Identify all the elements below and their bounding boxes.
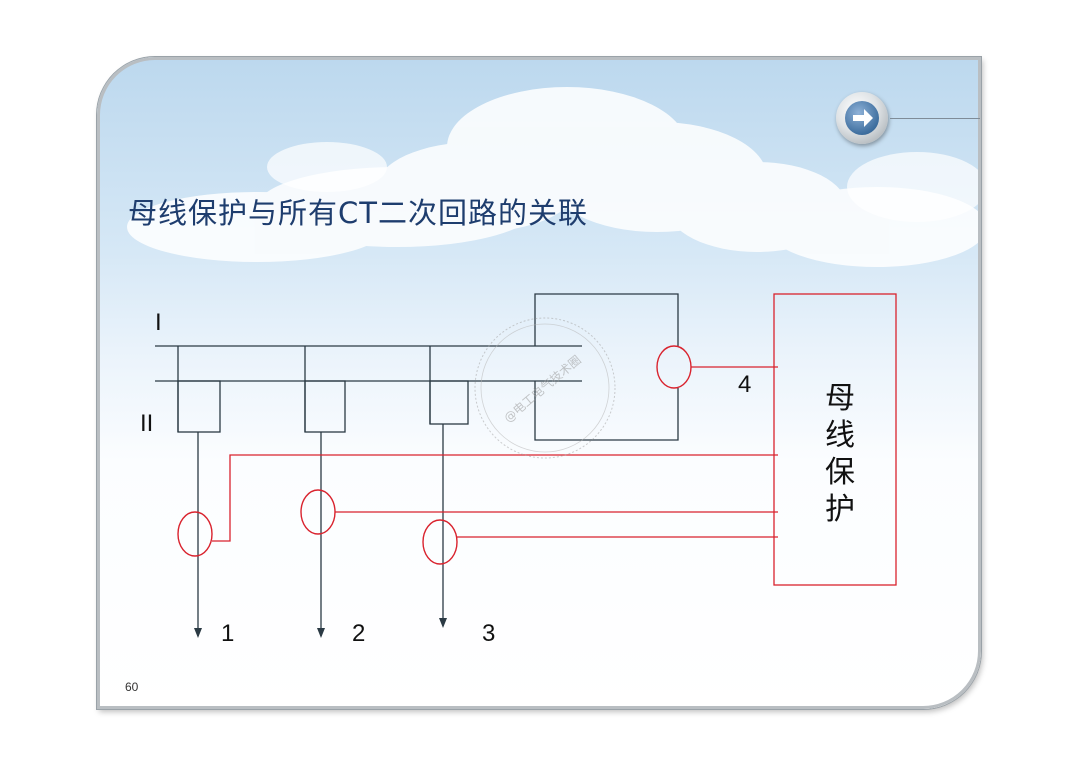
page-number: 60 <box>125 680 139 694</box>
feeder-1-arrow-icon <box>194 628 202 638</box>
bus-coupler <box>534 293 679 441</box>
bus-label-i: I <box>155 309 162 336</box>
bus-protection-label: 母线保护 <box>825 381 855 527</box>
page-title: 母线保护与所有CT二次回路的关联 <box>128 196 588 230</box>
ct-secondary-wiring <box>212 293 897 586</box>
ct-2 <box>300 489 336 535</box>
watermark-stamp: @电工电气技术圈 <box>474 317 616 459</box>
feeder-3 <box>429 346 469 626</box>
feeder-3-arrow-icon <box>439 618 447 628</box>
ct-label-2: 2 <box>352 620 365 647</box>
ct-4 <box>656 345 692 389</box>
next-slide-button[interactable] <box>836 92 888 144</box>
ct-1 <box>177 511 213 557</box>
nav-divider-line <box>890 118 980 119</box>
slide-background <box>97 57 981 709</box>
ct-label-4: 4 <box>738 371 751 398</box>
watermark-text: @电工电气技术圈 <box>501 352 584 425</box>
feeder-1 <box>177 346 221 636</box>
ct-3 <box>422 519 458 565</box>
arrow-right-icon <box>845 101 879 135</box>
bus-label-ii: II <box>140 410 153 437</box>
feeder-2-arrow-icon <box>317 628 325 638</box>
ct-label-3: 3 <box>482 620 495 647</box>
ct-label-1: 1 <box>221 620 234 647</box>
feeder-2 <box>304 346 346 636</box>
cloud-decoration <box>127 87 981 267</box>
